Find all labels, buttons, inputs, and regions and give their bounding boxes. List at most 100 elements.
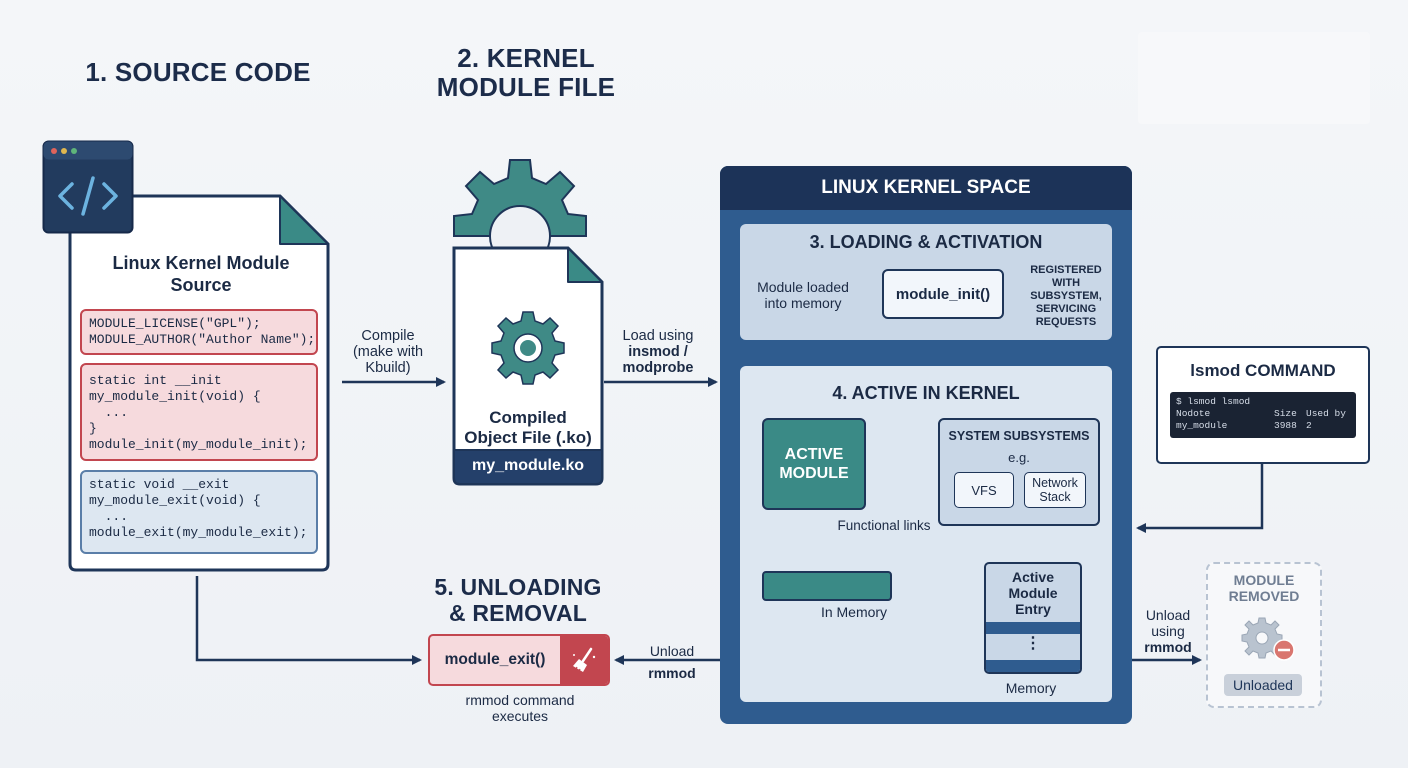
functional-links-label: Functional links: [837, 518, 931, 533]
entry-separator: [986, 660, 1080, 672]
unloading-title-line: 5. UNLOADING: [434, 574, 602, 600]
network-stack-box: Network Stack: [1024, 472, 1086, 508]
exit-code-block: static void __exit my_module_exit(void) …: [80, 470, 318, 554]
unload-rmmod-label: Unload rmmod: [640, 640, 704, 684]
module-file-title: 2. KERNEL MODULE FILE: [410, 44, 642, 102]
loaded-line: Module loaded: [757, 279, 849, 295]
removed-line: REMOVED: [1228, 588, 1300, 604]
code-line: module_exit(my_module_exit);: [89, 525, 308, 540]
lsmod-title: lsmod COMMAND: [1190, 361, 1336, 380]
network-line: Stack: [1039, 490, 1071, 504]
init-code-block: static int __init my_module_init(void) {…: [80, 363, 318, 461]
compiled-file-document: Compiled Object File (.ko) my_module.ko: [450, 244, 606, 488]
terminal-row-size: 3988: [1274, 420, 1297, 431]
subsystems-eg: e.g.: [1008, 450, 1030, 465]
registered-label: REGISTERED WITH SUBSYSTEM, SERVICING REQ…: [1026, 264, 1106, 329]
module-removed-panel: MODULE REMOVED Unloaded: [1206, 562, 1322, 708]
load-line: insmod /: [628, 344, 688, 360]
terminal-header-module: Nodote: [1176, 408, 1211, 419]
in-memory-bar: [762, 571, 892, 601]
active-panel: 4. ACTIVE IN KERNEL ACTIVE MODULE SYSTEM…: [740, 366, 1112, 702]
entry-line: Module: [1008, 585, 1058, 601]
license-code-block: MODULE_LICENSE("GPL"); MODULE_AUTHOR("Au…: [80, 309, 318, 355]
compile-line: (make with: [352, 344, 424, 360]
code-line: MODULE_AUTHOR("Author Name");: [89, 332, 316, 347]
terminal-row-name: my_module: [1176, 420, 1228, 431]
rmmod-line: executes: [491, 708, 549, 724]
load-line: modprobe: [622, 360, 694, 376]
in-memory-label: In Memory: [820, 604, 888, 620]
compiled-label: Compiled Object File (.ko): [454, 408, 602, 448]
compile-line: Kbuild): [365, 360, 411, 376]
source-code-title: 1. SOURCE CODE: [85, 57, 311, 87]
code-line: module_init(my_module_init);: [89, 437, 308, 452]
load-label: Load using insmod / modprobe: [606, 328, 710, 376]
compile-line: Compile: [361, 328, 415, 344]
source-document: Linux Kernel Module Source MODULE_LICENS…: [66, 192, 332, 574]
module-entry-stack: Active Module Entry ⋮: [984, 562, 1082, 674]
code-line: my_module_exit(void) {: [89, 493, 261, 508]
terminal-header-used: Used by: [1306, 408, 1346, 419]
code-window-icon: [42, 140, 134, 234]
background-panel: [1138, 32, 1370, 124]
module-removed-title: MODULE REMOVED: [1208, 572, 1320, 604]
code-line: ...: [89, 405, 129, 420]
memory-label: Memory: [1005, 680, 1057, 696]
active-title: 4. ACTIVE IN KERNEL: [832, 383, 1020, 403]
code-line: static void __exit: [89, 477, 230, 492]
loading-panel: 3. LOADING & ACTIVATION Module loaded in…: [740, 224, 1112, 340]
compile-label: Compile (make with Kbuild): [340, 328, 436, 376]
entry-separator: [986, 622, 1080, 634]
unload-line: rmmod: [648, 665, 696, 681]
compiled-line: Compiled: [489, 408, 567, 427]
rmmod-line: rmmod command: [465, 692, 575, 708]
registered-line: SERVICING: [1035, 303, 1097, 315]
lsmod-terminal: $ lsmod lsmod Nodote Size Used by my_mod…: [1170, 392, 1356, 438]
registered-line: SUBSYSTEM,: [1030, 290, 1102, 302]
document-shape: [452, 246, 604, 486]
module-filename: my_module.ko: [471, 457, 585, 474]
unload-using-line: rmmod: [1144, 639, 1192, 655]
module-loaded-label: Module loaded into memory: [748, 279, 858, 311]
kernel-space-header: [720, 166, 1132, 210]
module-entry-label: Active Module Entry: [986, 569, 1080, 617]
registered-line: WITH: [1051, 277, 1081, 289]
code-line: ...: [89, 509, 129, 524]
active-module-box: ACTIVE MODULE: [762, 418, 866, 510]
terminal-header-size: Size: [1274, 408, 1297, 419]
unload-line: Unload: [649, 643, 695, 659]
rmmod-command-label: rmmod command executes: [440, 692, 600, 724]
terminal-row-used: 2: [1306, 420, 1312, 431]
unload-using-rmmod-label: Unload using rmmod: [1130, 607, 1206, 655]
lsmod-panel: lsmod COMMAND $ lsmod lsmod Nodote Size …: [1156, 346, 1370, 464]
code-line: static int __init: [89, 373, 222, 388]
network-line: Network: [1032, 476, 1078, 490]
loaded-line: into memory: [764, 295, 842, 311]
unloading-title-line: & REMOVAL: [448, 600, 588, 626]
removed-gear-icon: [1238, 614, 1298, 666]
entry-ellipsis: ⋮: [1025, 635, 1041, 652]
subsystems-box: SYSTEM SUBSYSTEMS e.g. VFS Network Stack: [938, 418, 1100, 526]
compiled-line: Object File (.ko): [464, 428, 592, 447]
registered-line: REGISTERED: [1030, 264, 1102, 276]
module-file-title-text: 2. KERNEL MODULE FILE: [436, 43, 616, 102]
registered-line: REQUESTS: [1035, 316, 1097, 328]
source-doc-title: Linux Kernel Module Source: [112, 253, 290, 295]
terminal-prompt: $ lsmod lsmod: [1176, 396, 1251, 407]
module-init-box: module_init(): [882, 269, 1004, 319]
cleanup-brush-icon: [560, 636, 608, 684]
kernel-space-title: LINUX KERNEL SPACE: [821, 177, 1031, 198]
loading-title: 3. LOADING & ACTIVATION: [809, 232, 1043, 252]
code-line: }: [89, 421, 97, 436]
active-module-line: ACTIVE: [784, 446, 844, 463]
load-line: Load using: [622, 328, 694, 344]
module-exit-label: module_exit(): [444, 651, 546, 668]
unloading-title: 5. UNLOADING & REMOVAL: [402, 574, 634, 626]
unloaded-badge: Unloaded: [1224, 674, 1302, 696]
code-line: my_module_init(void) {: [89, 389, 261, 404]
unload-using-line: using: [1151, 623, 1185, 639]
module-exit-box: module_exit(): [428, 634, 610, 686]
entry-line: Active: [1011, 569, 1055, 585]
subsystems-title: SYSTEM SUBSYSTEMS: [948, 429, 1090, 443]
active-module-line: MODULE: [779, 465, 849, 482]
